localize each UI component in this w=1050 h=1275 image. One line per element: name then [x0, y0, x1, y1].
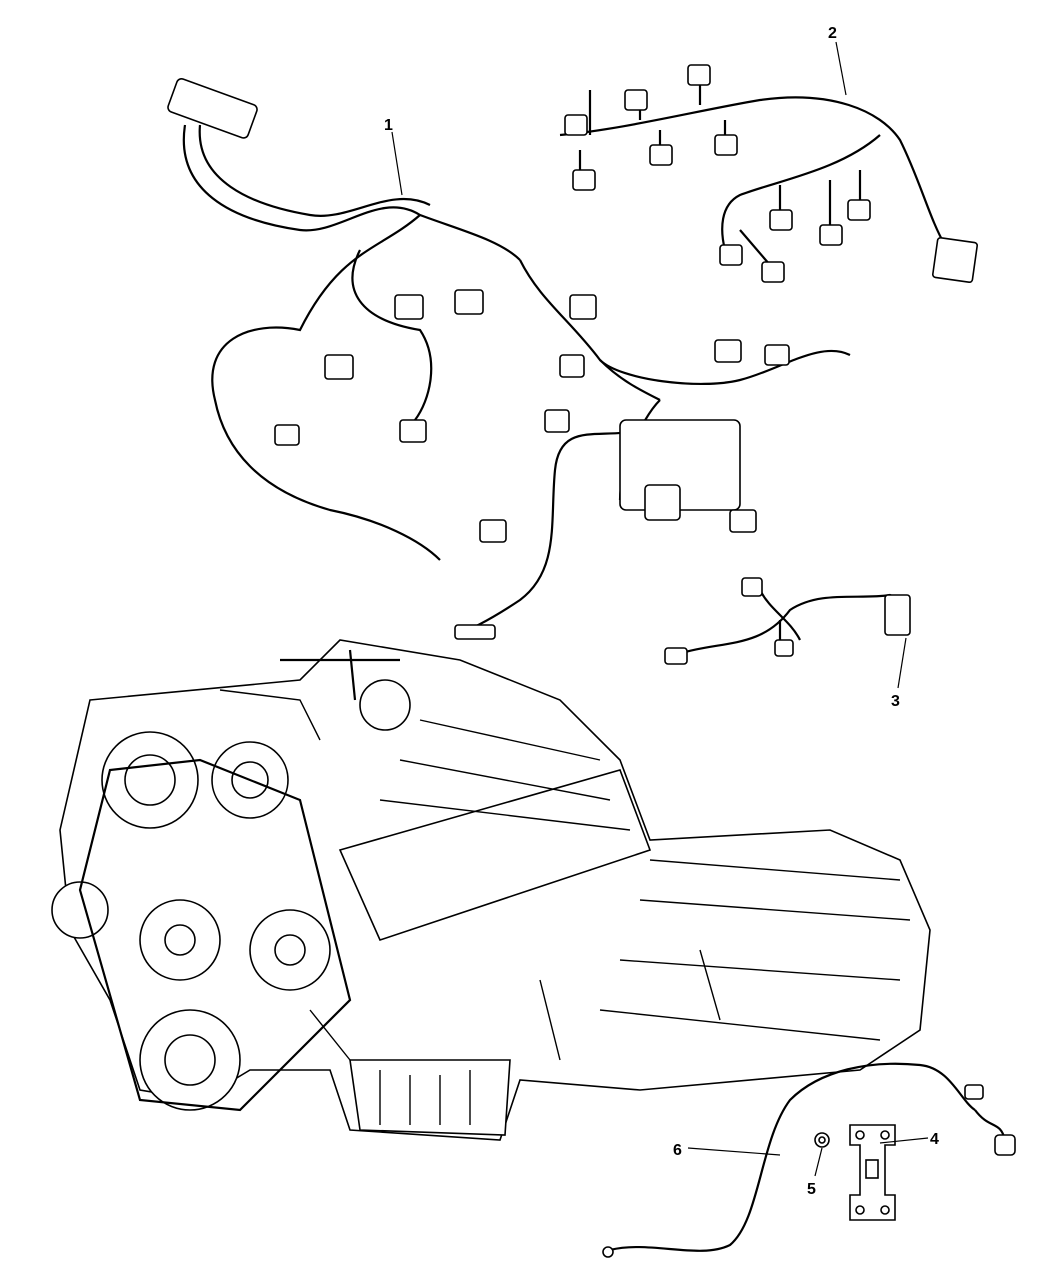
jumper-wiring-harness: [664, 577, 911, 665]
leader-line-5: [814, 1147, 823, 1177]
leader-line-3: [897, 637, 907, 689]
callout-5: 5: [807, 1181, 816, 1198]
callout-4: 4: [930, 1131, 939, 1148]
callout-3: 3: [891, 693, 900, 710]
bracket: [849, 1124, 896, 1221]
engine-transmission-assembly: [51, 639, 931, 1141]
leader-line-2: [835, 41, 847, 96]
injector-wiring-harness: [559, 64, 979, 284]
callout-6: 6: [673, 1142, 682, 1159]
leader-line-6: [687, 1147, 781, 1156]
leader-line-4: [879, 1137, 929, 1144]
nut: [814, 1132, 830, 1148]
callout-1: 1: [384, 117, 393, 134]
engine-wiring-harness: [167, 78, 851, 640]
transmission-wiring-harness: [602, 1062, 1016, 1258]
leader-line-1: [391, 131, 403, 196]
callout-2: 2: [828, 25, 837, 42]
